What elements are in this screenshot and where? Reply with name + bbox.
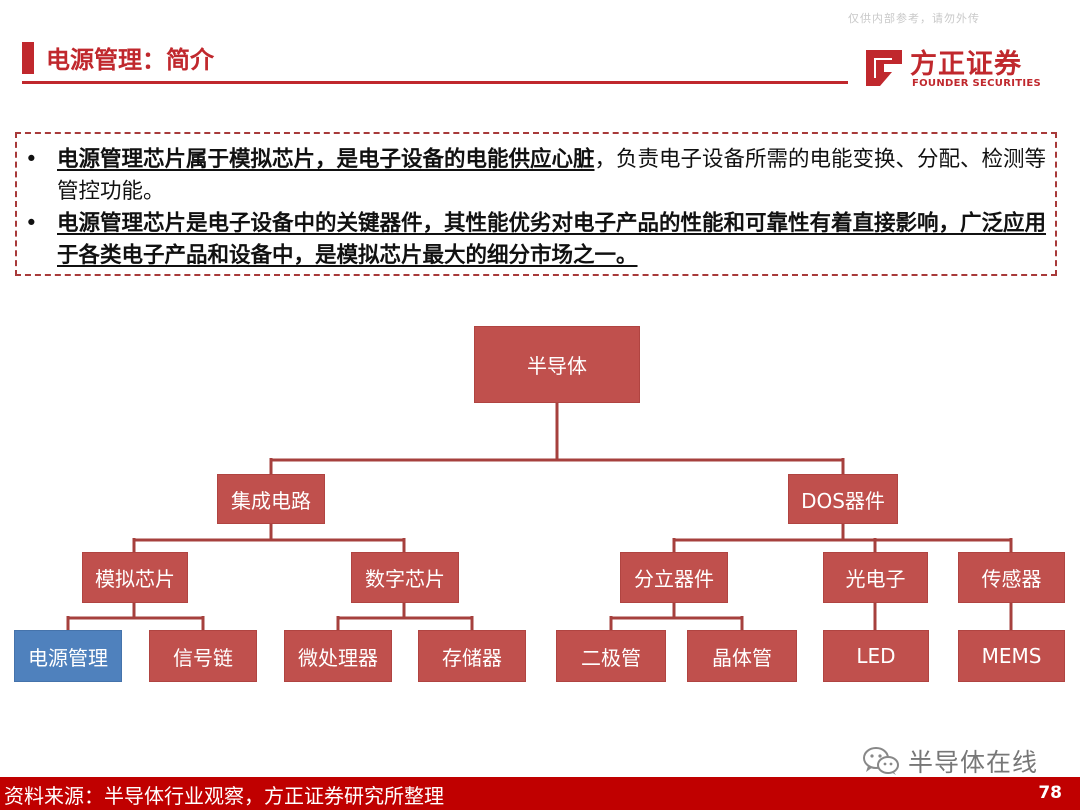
wechat-icon (863, 747, 899, 775)
brand-logo: 方正证券 FOUNDER SECURITIES (860, 42, 1050, 92)
brand-name-cn: 方正证券 (910, 49, 1022, 80)
bullet-dot: • (25, 211, 38, 236)
footer-bar: 资料来源：半导体行业观察，方正证券研究所整理 78 (0, 777, 1080, 810)
title-divider (22, 81, 848, 84)
bullet-dot: • (25, 147, 38, 172)
wechat-watermark: 半导体在线 (862, 744, 1038, 778)
brand-name-en: FOUNDER SECURITIES (912, 78, 1042, 89)
node-semiconductor: 半导体 (474, 326, 640, 403)
node-microprocessor: 微处理器 (284, 630, 392, 682)
page-title: 电源管理：简介 (46, 46, 214, 74)
intro-1-highlight: 电源管理芯片属于模拟芯片，是电子设备的电能供应心脏 (57, 147, 595, 172)
title-accent-bar (22, 42, 34, 74)
node-dos-device: DOS器件 (788, 474, 898, 524)
source-note: 资料来源：半导体行业观察，方正证券研究所整理 (4, 784, 444, 808)
node-diode: 二极管 (556, 630, 666, 682)
founder-logo-icon (866, 50, 902, 86)
node-integrated-circuit: 集成电路 (217, 474, 325, 524)
node-digital-chip: 数字芯片 (351, 552, 459, 603)
node-transistor: 晶体管 (687, 630, 797, 682)
page-number: 78 (1038, 783, 1062, 803)
node-signal-chain: 信号链 (149, 630, 257, 682)
node-led: LED (823, 630, 929, 682)
confidential-watermark: 仅供内部参考，请勿外传 (848, 12, 980, 25)
node-discrete-device: 分立器件 (620, 552, 728, 603)
node-memory: 存储器 (418, 630, 526, 682)
wechat-account-name: 半导体在线 (908, 748, 1039, 777)
node-optoelectronics: 光电子 (823, 552, 928, 603)
node-sensor: 传感器 (958, 552, 1065, 603)
node-analog-chip: 模拟芯片 (82, 552, 188, 603)
intro-1-text: ，负责电子设备所需的电能变换、分配、检测等管控功能。 (57, 147, 1047, 204)
intro-box: • 电源管理芯片属于模拟芯片，是电子设备的电能供应心脏，负责电子设备所需的电能变… (15, 132, 1057, 276)
intro-2-highlight: 电源管理芯片是电子设备中的关键器件，其性能优劣对电子产品的性能和可靠性有着直接影… (57, 211, 1047, 268)
node-power-management: 电源管理 (14, 630, 122, 682)
node-mems: MEMS (958, 630, 1065, 682)
